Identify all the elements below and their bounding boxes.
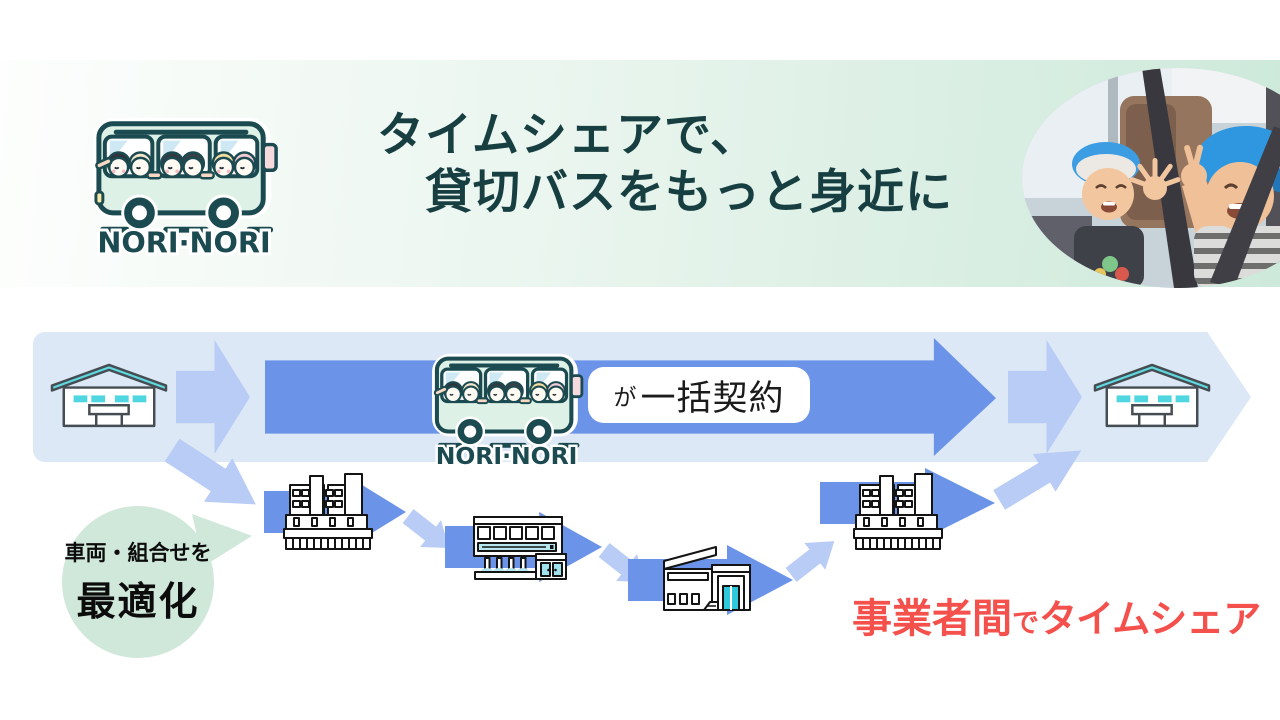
brand-wordmark: NORI·NORI [97, 225, 270, 257]
contract-label-box: が 一括契約 [588, 367, 810, 423]
optimize-bubble [62, 506, 214, 658]
factory-building-icon [283, 473, 375, 553]
optimize-line1: 車両・組合せを [64, 542, 212, 565]
timeshare-caption: 事業者間でタイムシェア [852, 586, 1261, 644]
shop-building-icon [470, 514, 570, 580]
children-in-bus-photo [1022, 68, 1280, 288]
optimize-bubble-text: 車両・組合せを 最適化 [62, 506, 214, 658]
bus-logo-icon: NORI·NORI [88, 101, 286, 257]
timeshare-emphasis: タイムシェア [1039, 599, 1261, 641]
contract-label: 一括契約 [640, 378, 785, 418]
warehouse-left-icon [50, 361, 168, 428]
headline-line2: 貸切バスをもっと身近に [425, 165, 953, 218]
timeshare-lead: 事業者間 [852, 597, 1012, 641]
optimize-line2: 最適化 [76, 581, 200, 624]
warehouse-right-icon [1093, 361, 1211, 428]
factory-building-icon [853, 473, 945, 553]
office-building-icon [658, 544, 754, 612]
brand-wordmark-small: NORI·NORI [436, 442, 578, 468]
timeshare-particle: で [1012, 608, 1039, 638]
bus-logo-small-icon: NORI·NORI [428, 340, 590, 468]
headline-line1: タイムシェアで、 [377, 108, 759, 161]
page-title: タイムシェアで、 貸切バスをもっと身近に [377, 106, 953, 220]
contract-particle: が [613, 384, 637, 410]
